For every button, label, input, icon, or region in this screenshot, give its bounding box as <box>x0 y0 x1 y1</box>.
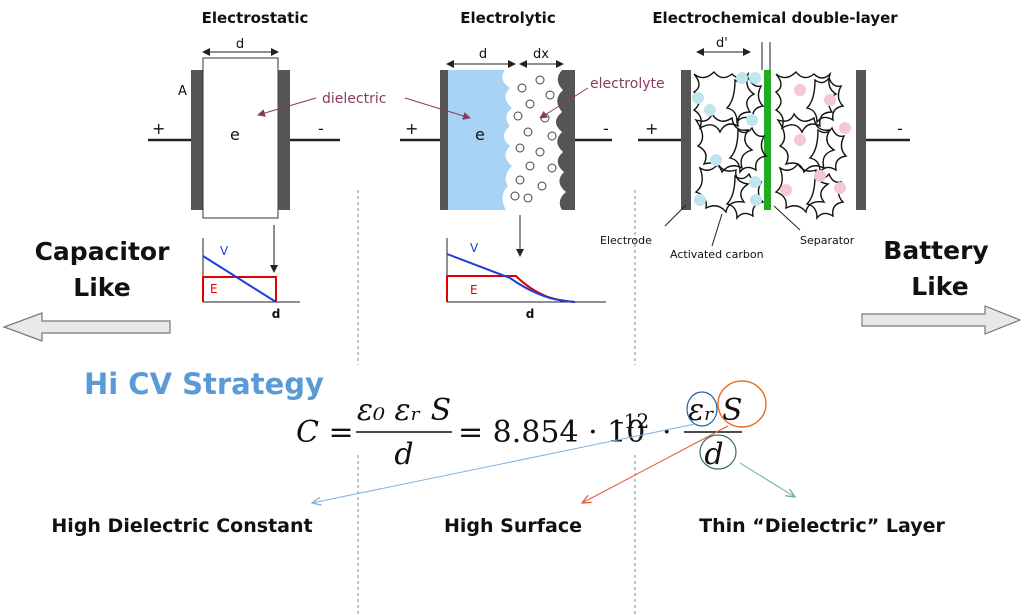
graph-e-label: E <box>210 282 218 296</box>
graph-v-label: V <box>220 244 229 258</box>
electrode-label: Electrode <box>600 234 652 247</box>
dx-label: dx <box>533 47 549 62</box>
epsilon-label: e <box>475 125 485 144</box>
thin-layer-label: Thin “Dielectric” Layer <box>699 515 945 537</box>
positive-ions <box>780 84 851 196</box>
electrostatic-d-label: d <box>236 37 244 52</box>
battery-like-line1: Battery <box>883 236 988 265</box>
separator-label: Separator <box>800 234 855 247</box>
graph-v-label: V <box>470 241 479 255</box>
minus-sign: - <box>897 119 903 138</box>
oxide-layer <box>448 70 512 210</box>
graph-d-label: d <box>272 307 281 321</box>
epsilon-label: e <box>230 125 240 144</box>
activated-carbon-right <box>774 70 848 221</box>
electrolytic-panel: Electrolytic d dx + - e electrolyte <box>400 9 665 321</box>
double-layer-title: Electrochemical double-layer <box>652 9 898 27</box>
formula-lhs: C = <box>296 415 354 450</box>
dielectric-block <box>202 57 279 219</box>
separator <box>764 70 771 210</box>
graph-d-label: d <box>526 307 535 321</box>
high-surface-label: High Surface <box>444 515 582 537</box>
plus-sign: + <box>152 119 165 138</box>
arrow-to-surface <box>582 425 729 503</box>
dielectric-label: dielectric <box>322 91 386 107</box>
capacitor-like-line2: Like <box>73 273 130 302</box>
formula-numerator: ε₀ εᵣ S <box>357 393 451 428</box>
electrolyte-ions <box>510 75 557 203</box>
formula-exponent: -12 <box>617 409 649 433</box>
strategy-title: Hi CV Strategy <box>84 367 324 401</box>
formula-s: S <box>722 393 743 428</box>
formula-dot: · <box>662 415 672 450</box>
surface-highlight-circle <box>717 380 767 428</box>
voltage-curve <box>446 253 576 303</box>
formula-equals: = 8.854 · 10 <box>458 415 645 450</box>
electrolytic-d-label: d <box>479 47 487 62</box>
d-highlight-circle <box>699 434 737 470</box>
electrode-right <box>856 70 866 210</box>
electrostatic-panel: Electrostatic d A + - e dielectric V E d <box>148 9 386 321</box>
capacitance-formula: C = ε₀ εᵣ S d = 8.854 · 10 -12 · εᵣ S d <box>296 380 767 472</box>
electrolyte-label: electrolyte <box>590 76 665 92</box>
arrow-right <box>861 305 1022 335</box>
right-plate <box>278 70 290 210</box>
arrow-to-thin-layer <box>739 462 795 497</box>
eps-r-highlight-circle <box>686 391 718 427</box>
plus-sign: + <box>645 119 658 138</box>
minus-sign: - <box>318 119 324 138</box>
dielectric-arrow-2 <box>404 97 471 120</box>
capacitor-like-line1: Capacitor <box>35 237 170 266</box>
field-curve <box>202 276 277 302</box>
arrow-left <box>2 312 171 342</box>
formula-d: d <box>704 437 723 472</box>
electrode-left <box>681 70 691 210</box>
battery-like-line2: Like <box>911 272 968 301</box>
high-dielectric-label: High Dielectric Constant <box>51 515 312 537</box>
minus-sign: - <box>603 119 609 138</box>
graph-e-label: E <box>470 283 478 297</box>
formula-denominator: d <box>394 437 413 472</box>
voltage-curve <box>202 255 277 303</box>
anode-plate <box>440 70 448 210</box>
area-label: A <box>178 84 187 99</box>
plus-sign: + <box>405 119 418 138</box>
cathode-plate <box>556 70 575 210</box>
electrolyte-arrow <box>539 87 589 119</box>
negative-ions <box>692 72 762 206</box>
double-layer-panel: Electrochemical double-layer d' + - <box>600 9 910 261</box>
dielectric-arrow <box>257 97 317 117</box>
electrolytic-title: Electrolytic <box>460 9 555 27</box>
arrow-to-dielectric <box>312 423 696 503</box>
d-prime-label: d' <box>716 36 728 51</box>
left-plate <box>191 70 203 210</box>
activated-carbon-label: Activated carbon <box>670 248 764 261</box>
electrostatic-title: Electrostatic <box>202 9 309 27</box>
